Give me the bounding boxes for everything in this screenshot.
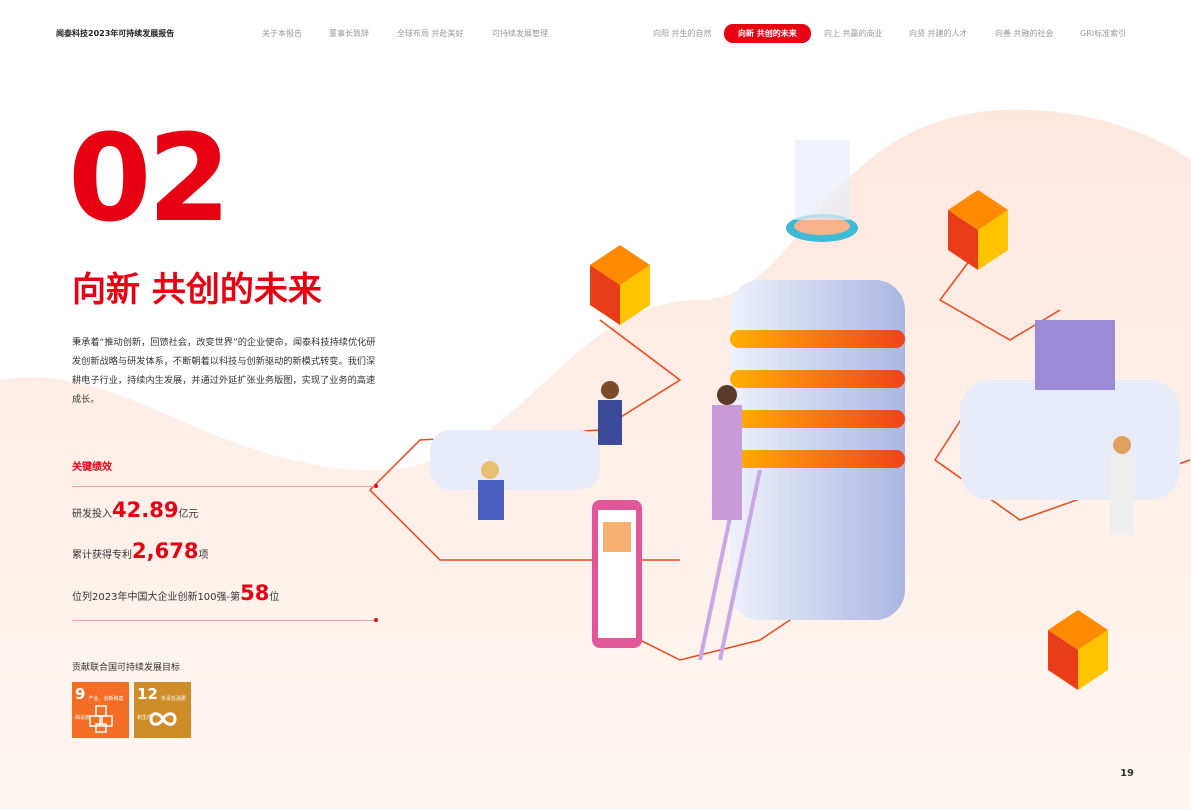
kpi-innovation-rank: 位列2023年中国大企业创新100强-第58位 — [72, 581, 280, 605]
chapter-intro: 秉承着“推动创新，回馈社会，改变世界”的企业使命，闻泰科技持续优化研发创新战略与… — [72, 337, 376, 405]
nav-nature[interactable]: 向阳 共生的自然 — [653, 29, 712, 38]
nav-society[interactable]: 向善 共融的社会 — [995, 29, 1054, 38]
nav-about-report[interactable]: 关于本报告 — [262, 29, 302, 38]
nav-business[interactable]: 向上 共赢的商业 — [824, 29, 883, 38]
people — [478, 381, 1134, 535]
infinity-icon — [149, 712, 177, 726]
phone-device — [592, 500, 642, 648]
nav-chairman-letter[interactable]: 董事长致辞 — [329, 29, 369, 38]
kpi-heading: 关键绩效 — [72, 462, 112, 473]
divider — [72, 486, 376, 487]
divider — [72, 620, 376, 621]
divider-dot — [374, 618, 378, 622]
chapter-title: 向新 共创的未来 — [72, 270, 322, 310]
page-number: 19 — [1120, 768, 1134, 779]
nav-gri-index[interactable]: GRI标准索引 — [1080, 29, 1127, 38]
cube-icons — [590, 190, 1108, 690]
kpi-rd-investment: 研发投入42.89亿元 — [72, 498, 199, 522]
divider-dot — [374, 484, 378, 488]
top-navigation: 闻泰科技2023年可持续发展报告 关于本报告 董事长致辞 全球布局 共赴美好 可… — [0, 0, 1191, 62]
nav-sustainability-management[interactable]: 可持续发展管理 — [492, 29, 548, 38]
cubes-icon — [89, 705, 113, 733]
nav-talent[interactable]: 向贤 共建的人才 — [909, 29, 968, 38]
chapter-number: 02 — [68, 110, 231, 249]
report-title: 闻泰科技2023年可持续发展报告 — [56, 29, 175, 38]
nav-global-layout[interactable]: 全球布局 共赴美好 — [397, 29, 464, 38]
kpi-patents: 累计获得专利2,678项 — [72, 539, 209, 563]
server-tower — [730, 140, 905, 620]
nav-innovation-active[interactable]: 向新 共创的未来 — [724, 24, 811, 43]
sdg-heading: 贡献联合国可持续发展目标 — [72, 663, 181, 673]
